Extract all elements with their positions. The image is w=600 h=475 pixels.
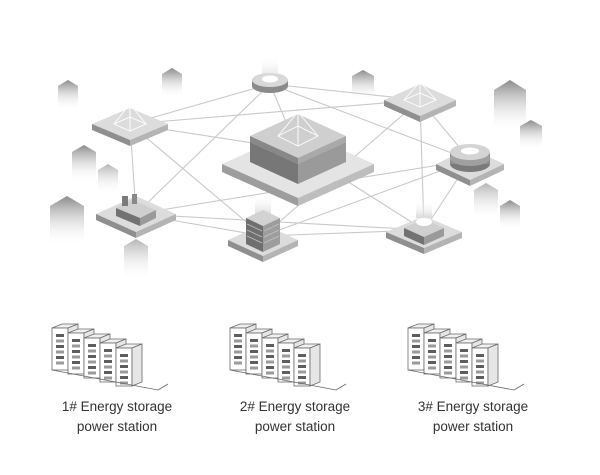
bg-prism [520,120,542,150]
station-caption-line2: power station [76,419,158,434]
station-caption-3: 3# Energy storage power station [388,397,558,437]
station-racks [51,323,525,391]
node-top-center [252,56,288,93]
node-top-right [384,81,456,122]
bg-prism [50,196,84,246]
node-bottom-right [386,200,462,254]
node-top-left [92,103,168,146]
bg-prism [72,145,96,182]
station-caption-line2: power station [254,419,336,434]
bg-prism [494,80,526,132]
station-caption-line1: 3# Energy storage [417,399,529,414]
node-left [96,194,176,238]
station-caption-1: 1# Energy storage power station [32,397,202,437]
station-caption-line2: power station [432,419,514,434]
node-bottom-center [228,194,298,262]
bg-prism [352,70,374,100]
background-prisms [50,68,542,280]
storage-rack-group [51,323,169,391]
node-right [436,144,504,186]
bg-prism [124,239,148,280]
bg-prism [162,68,182,98]
bg-prism [474,183,498,220]
station-caption-2: 2# Energy storage power station [210,397,380,437]
bg-prism [58,80,78,110]
storage-rack-group [407,323,525,391]
bg-prism [500,200,520,230]
station-caption-line1: 1# Energy storage [61,399,173,414]
station-caption-line1: 2# Energy storage [239,399,351,414]
central-hub-node [222,111,374,206]
bg-prism [98,164,118,194]
storage-rack-group [229,323,347,391]
